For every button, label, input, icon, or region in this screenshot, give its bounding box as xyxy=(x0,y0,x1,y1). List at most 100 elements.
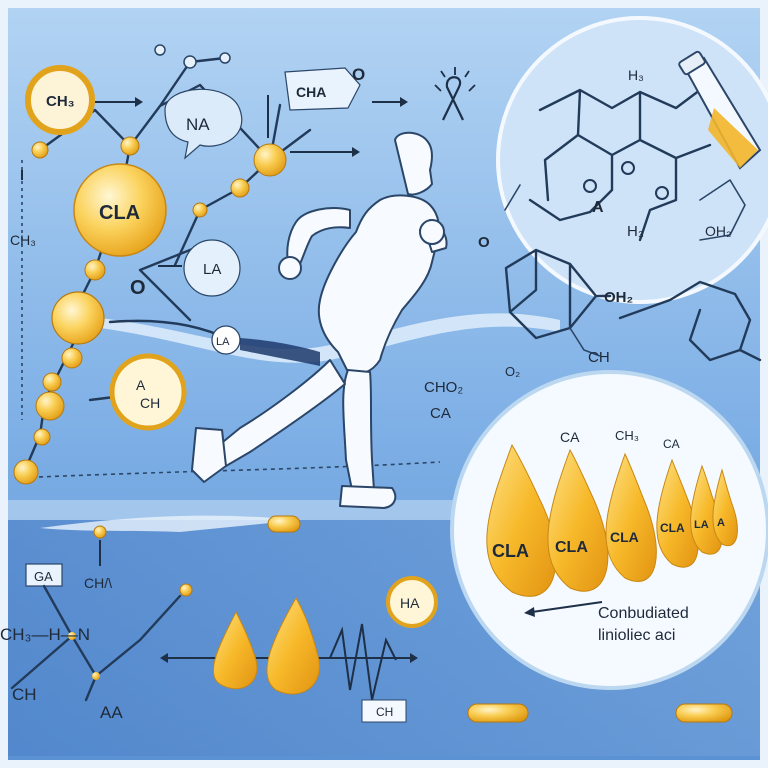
atom xyxy=(68,632,76,640)
arrowhead xyxy=(410,653,418,663)
atom xyxy=(84,259,106,281)
ha-label: HA xyxy=(400,595,420,611)
capsule-icon xyxy=(267,515,301,533)
molecule-ring-structure xyxy=(504,88,746,242)
drop-la: LA xyxy=(694,519,709,531)
flow-ribbon xyxy=(100,313,560,363)
atom xyxy=(253,143,287,177)
drop-cla-1: CLA xyxy=(492,541,529,561)
oil-droplet-icon xyxy=(605,452,657,582)
ga-label: GA xyxy=(34,569,53,584)
o-left-label: O xyxy=(130,277,146,299)
ch-bottom-label: CH xyxy=(12,685,37,704)
atom xyxy=(31,141,49,159)
ch3-label: CH₃ xyxy=(46,93,75,110)
atom-o xyxy=(583,179,597,193)
oil-droplet-icon xyxy=(486,443,557,597)
ch3-h-n-label: CH₃—H—N xyxy=(0,625,90,644)
atom xyxy=(51,291,105,345)
wave-signal xyxy=(329,623,397,701)
droplet-row xyxy=(486,443,738,597)
oh2-top-label: OH₂ xyxy=(705,223,731,239)
oil-flask-icon xyxy=(678,50,762,170)
oil-droplet-icon xyxy=(547,448,609,592)
cha-bubble xyxy=(284,67,361,111)
atom xyxy=(230,178,250,198)
na-bubble xyxy=(164,88,243,160)
atom-o xyxy=(655,186,669,200)
ch3-left-label: CH₃ xyxy=(10,232,36,248)
drop-ca-1: CA xyxy=(560,429,580,445)
atom xyxy=(92,672,100,680)
caption-line2: linioliec aci xyxy=(598,627,675,644)
la-bubble xyxy=(183,239,241,297)
atom xyxy=(219,52,231,64)
cha-label: CHA xyxy=(296,84,326,100)
oil-droplet-icon xyxy=(212,610,258,690)
drop-ch3: CH₃ xyxy=(615,428,639,443)
ch-box-label: CH xyxy=(376,705,393,719)
drop-ca-2: CA xyxy=(663,437,680,451)
a-center-label: A xyxy=(592,199,604,216)
a-ch-bubble xyxy=(109,353,187,431)
ch-lambda-label: CH/\ xyxy=(84,575,112,591)
running-man-icon xyxy=(191,131,448,509)
atom-o xyxy=(621,161,635,175)
atom xyxy=(192,202,208,218)
atom xyxy=(179,583,193,597)
a-ch-line2: CH xyxy=(140,395,160,411)
atom xyxy=(42,372,62,392)
formula-bonds xyxy=(10,584,182,702)
drop-cla-4: CLA xyxy=(660,521,685,535)
h3-right-label: H₃ xyxy=(627,223,644,240)
atom xyxy=(33,428,51,446)
oh2-mid-label: OH₂ xyxy=(604,289,633,306)
arrowhead xyxy=(352,147,360,157)
caption-line1: Conbudiated xyxy=(598,605,689,622)
la-small-label: LA xyxy=(216,336,230,348)
arrowhead xyxy=(524,607,535,617)
chain-atoms xyxy=(13,44,287,485)
oil-droplet-icon xyxy=(690,464,723,555)
atom xyxy=(120,136,140,156)
la-label: LA xyxy=(203,261,221,278)
a-ch-line1: A xyxy=(136,377,146,393)
ch-ring-label: CH xyxy=(588,349,610,366)
ribbon-icon xyxy=(434,67,476,121)
atom xyxy=(13,459,39,485)
aa-bottom-label: AA xyxy=(100,703,123,722)
cho2-label: CHO₂ xyxy=(424,379,463,396)
ca-mid-label: CA xyxy=(430,405,451,422)
arrowhead xyxy=(400,97,408,107)
o-ring-label: O xyxy=(478,234,490,251)
drop-cla-3: CLA xyxy=(610,529,639,545)
oil-droplet-icon xyxy=(656,458,699,568)
arrowhead xyxy=(160,653,168,663)
ch-box xyxy=(361,699,407,723)
arrowhead xyxy=(135,97,143,107)
drop-a: A xyxy=(717,517,725,529)
atom xyxy=(93,525,107,539)
arrow xyxy=(531,601,603,613)
capsule-icon xyxy=(467,703,529,723)
na-label: NA xyxy=(186,115,210,134)
cha-o-label: O xyxy=(352,65,365,84)
atom xyxy=(183,55,197,69)
drop-cla-2: CLA xyxy=(555,539,588,556)
atom xyxy=(35,391,65,421)
cla-sphere xyxy=(73,163,167,257)
oil-droplet-icon xyxy=(266,596,320,695)
oil-droplet-icon xyxy=(712,468,738,547)
o2-ring-label: O₂ xyxy=(505,364,520,379)
ch3-bubble xyxy=(25,65,95,135)
atom xyxy=(61,347,83,369)
dark-wave xyxy=(240,338,320,366)
capsule-icon xyxy=(675,703,733,723)
ha-bubble xyxy=(386,576,438,628)
atom xyxy=(154,44,166,56)
cla-big-label: CLA xyxy=(99,202,140,224)
molecule-ring-right xyxy=(504,248,762,362)
